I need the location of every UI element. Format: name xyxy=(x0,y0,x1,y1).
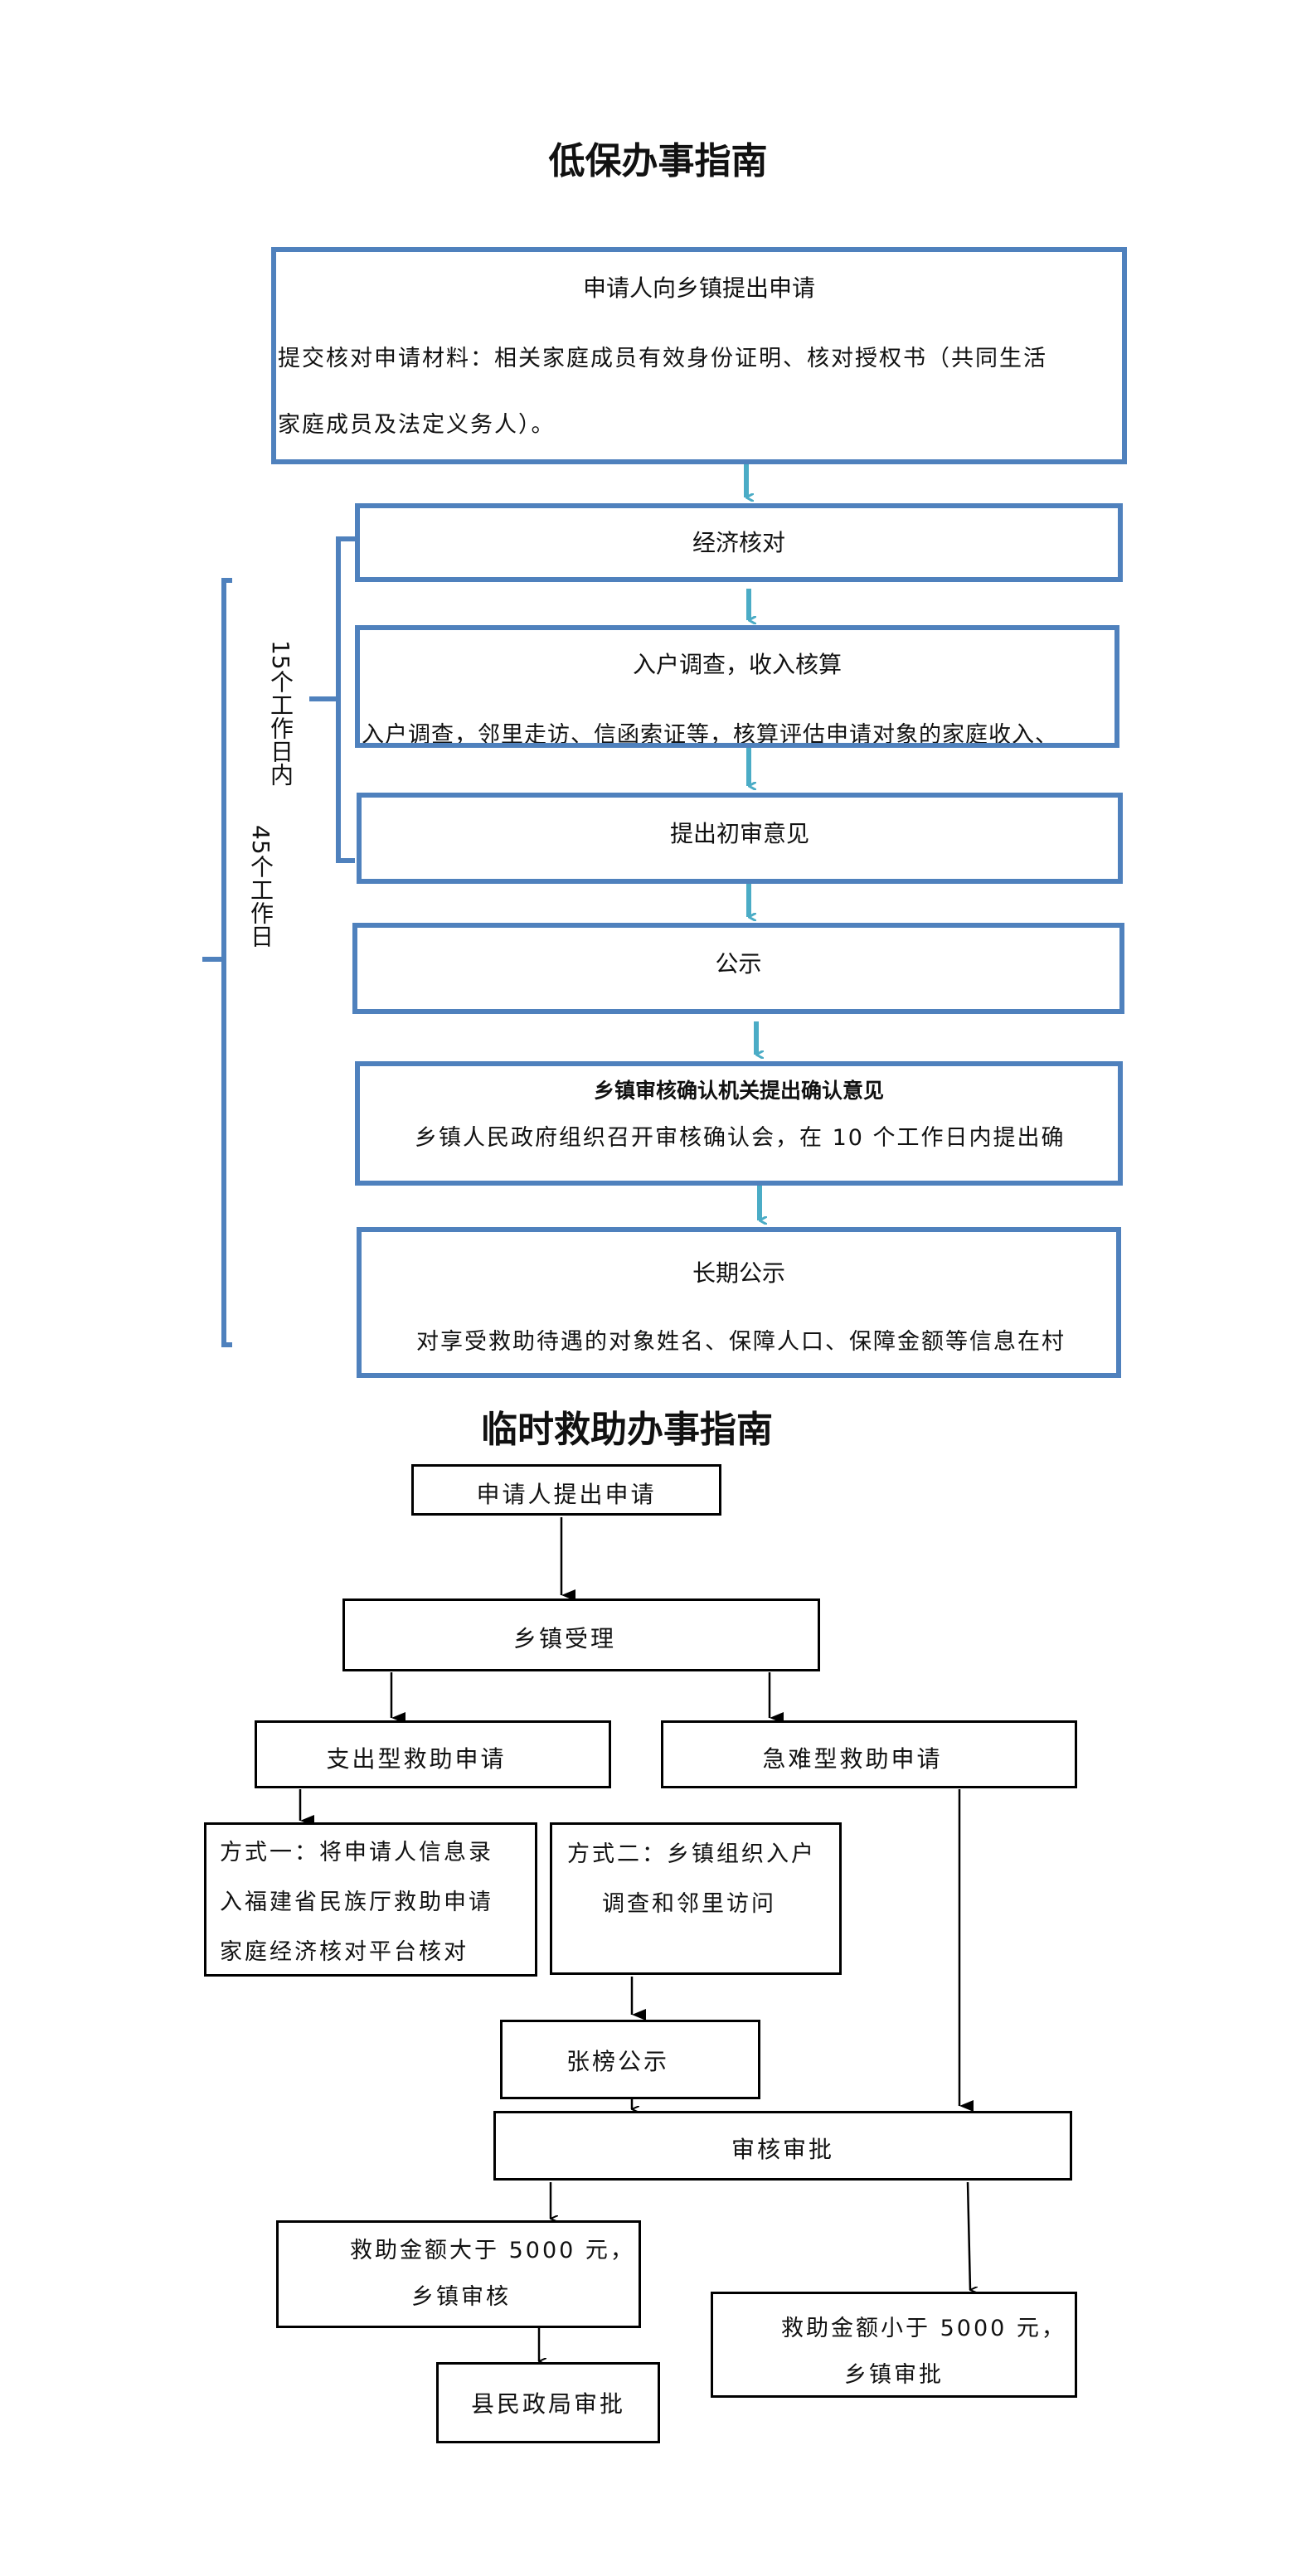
box-text: 方式一：将申请人信息录 xyxy=(220,1840,493,1865)
step-title: 长期公示 xyxy=(692,1259,785,1287)
step-detail: 乡镇人民政府组织召开审核确认会，在 10 个工作日内提出确 xyxy=(415,1125,1066,1151)
review-approve-box: 审核审批 xyxy=(493,2111,1072,2181)
method-one-box: 方式一：将申请人信息录 入福建省民族厅救助申请 家庭经济核对平台核对 xyxy=(204,1822,537,1977)
bracket-45-days xyxy=(221,578,232,1347)
step-title: 公示 xyxy=(715,950,762,978)
box-text: 申请人提出申请 xyxy=(476,1481,657,1508)
bracket-label-15-days: 15个工作日内 xyxy=(267,640,294,786)
step-preliminary-box: 提出初审意见 xyxy=(357,793,1123,884)
box-text: 县民政局审批 xyxy=(470,2390,625,2418)
dibao-title: 低保办事指南 xyxy=(548,140,768,182)
step-detail: 提交核对申请材料：相关家庭成员有效身份证明、核对授权书（共同生活 xyxy=(278,346,1047,371)
step-long-publicity-box: 长期公示 对享受救助待遇的对象姓名、保障人口、保障金额等信息在村 xyxy=(357,1227,1121,1378)
step-detail: 对享受救助待遇的对象姓名、保障人口、保障金额等信息在村 xyxy=(416,1329,1066,1355)
box-text: 审核审批 xyxy=(731,2136,834,2163)
box-text: 乡镇受理 xyxy=(512,1625,616,1652)
box-text: 救助金额大于 5000 元， xyxy=(350,2238,635,2263)
emergency-type-box: 急难型救助申请 xyxy=(661,1720,1077,1788)
step-town-review-box: 乡镇审核确认机关提出确认意见 乡镇人民政府组织召开审核确认会，在 10 个工作日… xyxy=(355,1061,1123,1186)
bracket-15-days xyxy=(336,536,355,863)
box-text: 乡镇审批 xyxy=(844,2362,944,2388)
box-text: 张榜公示 xyxy=(566,2048,669,2075)
under-5000-box: 救助金额小于 5000 元， 乡镇审批 xyxy=(711,2292,1077,2398)
publicize-box: 张榜公示 xyxy=(500,2020,760,2099)
county-approve-box: 县民政局审批 xyxy=(436,2362,660,2443)
step-title: 经济核对 xyxy=(692,529,785,556)
expense-type-box: 支出型救助申请 xyxy=(255,1720,611,1788)
step-title: 申请人向乡镇提出申请 xyxy=(582,274,815,302)
step-title: 乡镇审核确认机关提出确认意见 xyxy=(593,1079,884,1103)
step-detail: 家庭成员及法定义务人）。 xyxy=(278,412,556,438)
box-text: 救助金额小于 5000 元， xyxy=(781,2316,1066,2341)
box-text: 入福建省民族厅救助申请 xyxy=(220,1890,493,1915)
box-text: 家庭经济核对平台核对 xyxy=(220,1939,469,1965)
over-5000-box: 救助金额大于 5000 元， 乡镇审核 xyxy=(276,2220,641,2328)
step-apply-box: 申请人向乡镇提出申请 提交核对申请材料：相关家庭成员有效身份证明、核对授权书（共… xyxy=(271,247,1127,464)
step-economic-check-box: 经济核对 xyxy=(355,503,1123,582)
step-investigation-box: 入户调查，收入核算 入户调查，邻里走访、信函索证等，核算评估申请对象的家庭收入、 xyxy=(355,625,1119,748)
step-detail: 入户调查，邻里走访、信函索证等，核算评估申请对象的家庭收入、 xyxy=(362,722,1058,748)
step-title: 提出初审意见 xyxy=(669,820,809,847)
step-publicity-box: 公示 xyxy=(352,923,1124,1014)
method-two-box: 方式二：乡镇组织入户 调查和邻里访问 xyxy=(550,1822,842,1975)
linshi-title: 临时救助办事指南 xyxy=(481,1409,773,1451)
bracket-label-45-days: 45个工作日 xyxy=(247,825,274,948)
box-text: 调查和邻里访问 xyxy=(602,1891,776,1917)
town-accept-box: 乡镇受理 xyxy=(342,1598,820,1671)
box-text: 支出型救助申请 xyxy=(326,1745,507,1773)
step-title: 入户调查，收入核算 xyxy=(632,651,842,678)
box-text: 方式二：乡镇组织入户 xyxy=(567,1841,816,1867)
box-text: 急难型救助申请 xyxy=(762,1745,943,1773)
box-text: 乡镇审核 xyxy=(411,2284,511,2310)
apply-box: 申请人提出申请 xyxy=(411,1464,721,1516)
